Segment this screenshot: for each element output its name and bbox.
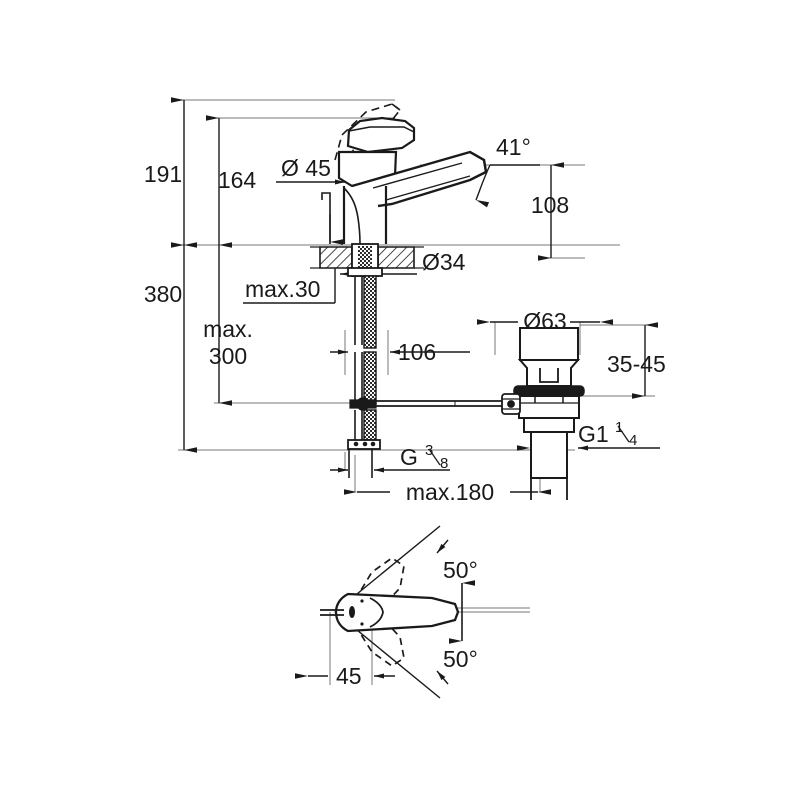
dim-label-106: 106	[398, 339, 436, 365]
dim-label-g38-prefix: G	[400, 444, 418, 470]
dim-label-50-upper: 50°	[443, 557, 478, 583]
dim-label-max-300-line1: max.	[203, 316, 253, 342]
dim-label-g114-prefix: G1	[578, 421, 609, 447]
dim-label-g38-numerator: 3	[425, 442, 433, 459]
mounting-washer	[347, 267, 383, 277]
dimension-g38: G 3 8	[330, 442, 450, 473]
supply-tails-lower	[347, 409, 381, 478]
popup-waste-assembly	[501, 327, 585, 500]
dimension-164: 164	[206, 115, 257, 248]
dim-label-108: 108	[531, 192, 569, 218]
lever-handle	[346, 116, 416, 154]
faucet-body-elevation	[310, 103, 516, 478]
dim-label-max-300-line2: 300	[209, 343, 247, 369]
handle-plan-view	[320, 525, 530, 699]
dim-label-g38-denominator: 8	[440, 455, 448, 472]
angle-arrow-upper	[436, 539, 449, 554]
handle-alt-positions-dashed	[354, 556, 405, 668]
dimension-g114: G1 1 4	[517, 419, 660, 451]
spout-crease-2	[385, 175, 471, 201]
dimension-380: 380	[144, 242, 197, 453]
dimension-dia-45: Ø 45	[276, 155, 345, 185]
dim-leader-41	[475, 164, 491, 208]
dim-label-dia-45: Ø 45	[281, 155, 331, 181]
waste-seal-washer	[513, 385, 585, 397]
waste-body-lower	[523, 417, 575, 433]
dim-label-35-45: 35-45	[607, 351, 666, 377]
dim-label-380: 380	[144, 281, 182, 307]
dimension-50-deg-lower: 50°	[443, 646, 478, 672]
dimension-max-30: max.30	[243, 255, 336, 304]
waste-plug-stem	[539, 368, 559, 383]
spout-crease-1	[372, 162, 463, 189]
plan-spout-stub	[320, 609, 344, 616]
angle-arrow-lower	[436, 670, 449, 685]
dimension-191: 191	[144, 97, 197, 248]
lever-alt-position-dashed	[334, 103, 402, 171]
lever-handle-crease	[348, 126, 415, 133]
dim-label-164: 164	[218, 167, 257, 193]
handle-outline-plan	[334, 592, 460, 633]
handle-dot-lower	[360, 622, 364, 626]
popup-rod-pivot	[349, 397, 377, 411]
spout-outlet-tip	[469, 151, 488, 181]
dim-label-50-lower: 50°	[443, 646, 478, 672]
dim-label-45-plan: 45	[336, 663, 362, 689]
handle-dot-upper	[360, 599, 364, 603]
dimension-max-300: max. 300	[203, 245, 253, 406]
dimension-108: 108	[531, 162, 569, 261]
dimension-max-180: max.180	[344, 479, 551, 505]
handle-plan-crease	[369, 597, 384, 628]
dimension-41-deg: 41°	[475, 134, 540, 208]
dimension-106: 106	[330, 339, 470, 365]
dim-label-191: 191	[144, 161, 182, 187]
fraction-slash-g114	[617, 425, 630, 443]
dim-label-g114-denominator: 4	[629, 432, 637, 449]
waste-tailpiece	[530, 431, 568, 479]
dim-label-41-deg: 41°	[496, 134, 531, 160]
dimension-35-45: 35-45	[607, 322, 666, 399]
handle-indicator-dot	[349, 606, 355, 618]
dimension-50-deg-upper: 50°	[443, 557, 478, 583]
dim-label-dia-34: Ø34	[422, 249, 466, 275]
dim-label-max-30: max.30	[245, 276, 320, 302]
dimension-45-plan: 45	[295, 663, 395, 689]
waste-flange	[519, 327, 579, 361]
waste-clevis	[501, 393, 521, 415]
body-column-shade	[343, 187, 361, 245]
waste-body-upper	[518, 395, 580, 419]
dim-label-max-180: max.180	[406, 479, 494, 505]
popup-lift-rod	[376, 400, 516, 407]
fraction-slash-g38	[428, 448, 441, 466]
supply-hoses	[354, 275, 377, 349]
deck-section	[310, 246, 424, 269]
